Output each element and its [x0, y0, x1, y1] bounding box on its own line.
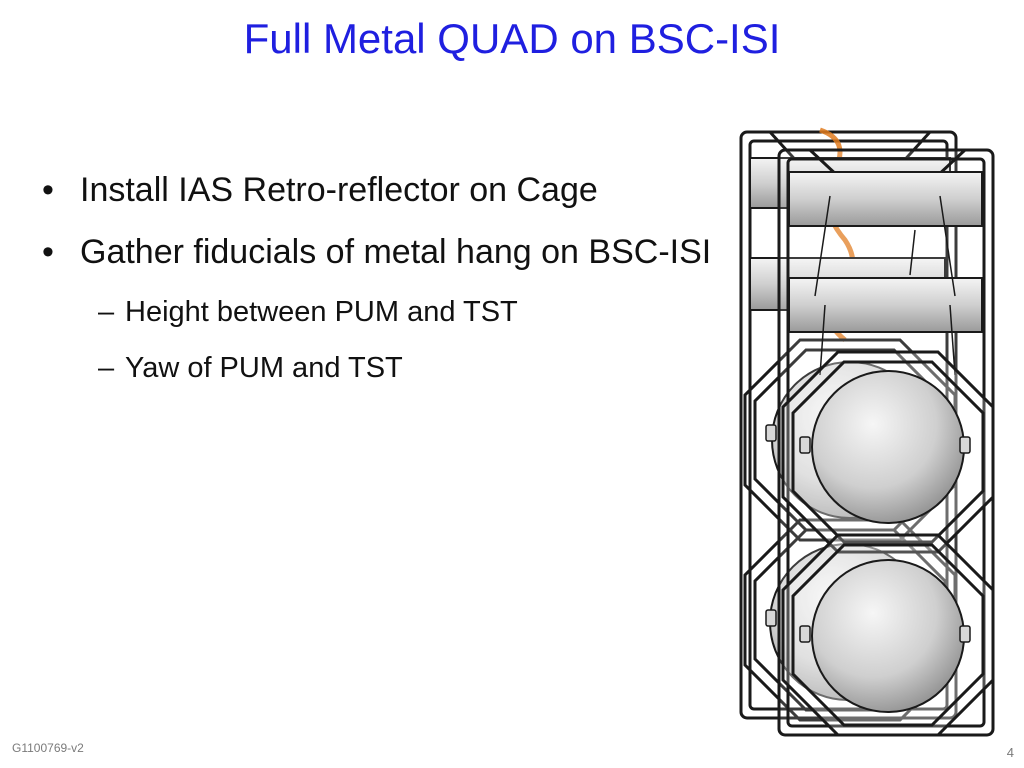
suspension-wires — [814, 195, 956, 376]
bullet-list: • Install IAS Retro-reflector on Cage • … — [40, 163, 720, 399]
bullet-dot-icon: • — [42, 233, 54, 271]
bullet-text: Gather fiducials of metal hang on BSC-IS… — [80, 233, 712, 271]
page-number: 4 — [1006, 745, 1014, 760]
quad-suspension-drawing-icon — [739, 127, 995, 737]
subbullet-list: – Height between PUM and TST – Yaw of PU… — [40, 287, 720, 393]
subbullet-text: Yaw of PUM and TST — [125, 352, 403, 384]
front-bars — [788, 171, 983, 333]
front-masses — [781, 350, 995, 737]
document-code: G1100769-v2 — [12, 741, 84, 755]
dash-icon: – — [98, 296, 115, 328]
subbullet-item: – Yaw of PUM and TST — [40, 343, 720, 393]
bullet-dot-icon: • — [42, 171, 54, 209]
bullet-item: • Install IAS Retro-reflector on Cage — [40, 163, 720, 217]
subbullet-item: – Height between PUM and TST — [40, 287, 720, 337]
subbullet-text: Height between PUM and TST — [125, 296, 518, 328]
bullet-text: Install IAS Retro-reflector on Cage — [80, 171, 598, 209]
bullet-item: • Gather fiducials of metal hang on BSC-… — [40, 225, 720, 279]
slide-title: Full Metal QUAD on BSC-ISI — [243, 15, 781, 62]
dash-icon: – — [98, 352, 115, 384]
